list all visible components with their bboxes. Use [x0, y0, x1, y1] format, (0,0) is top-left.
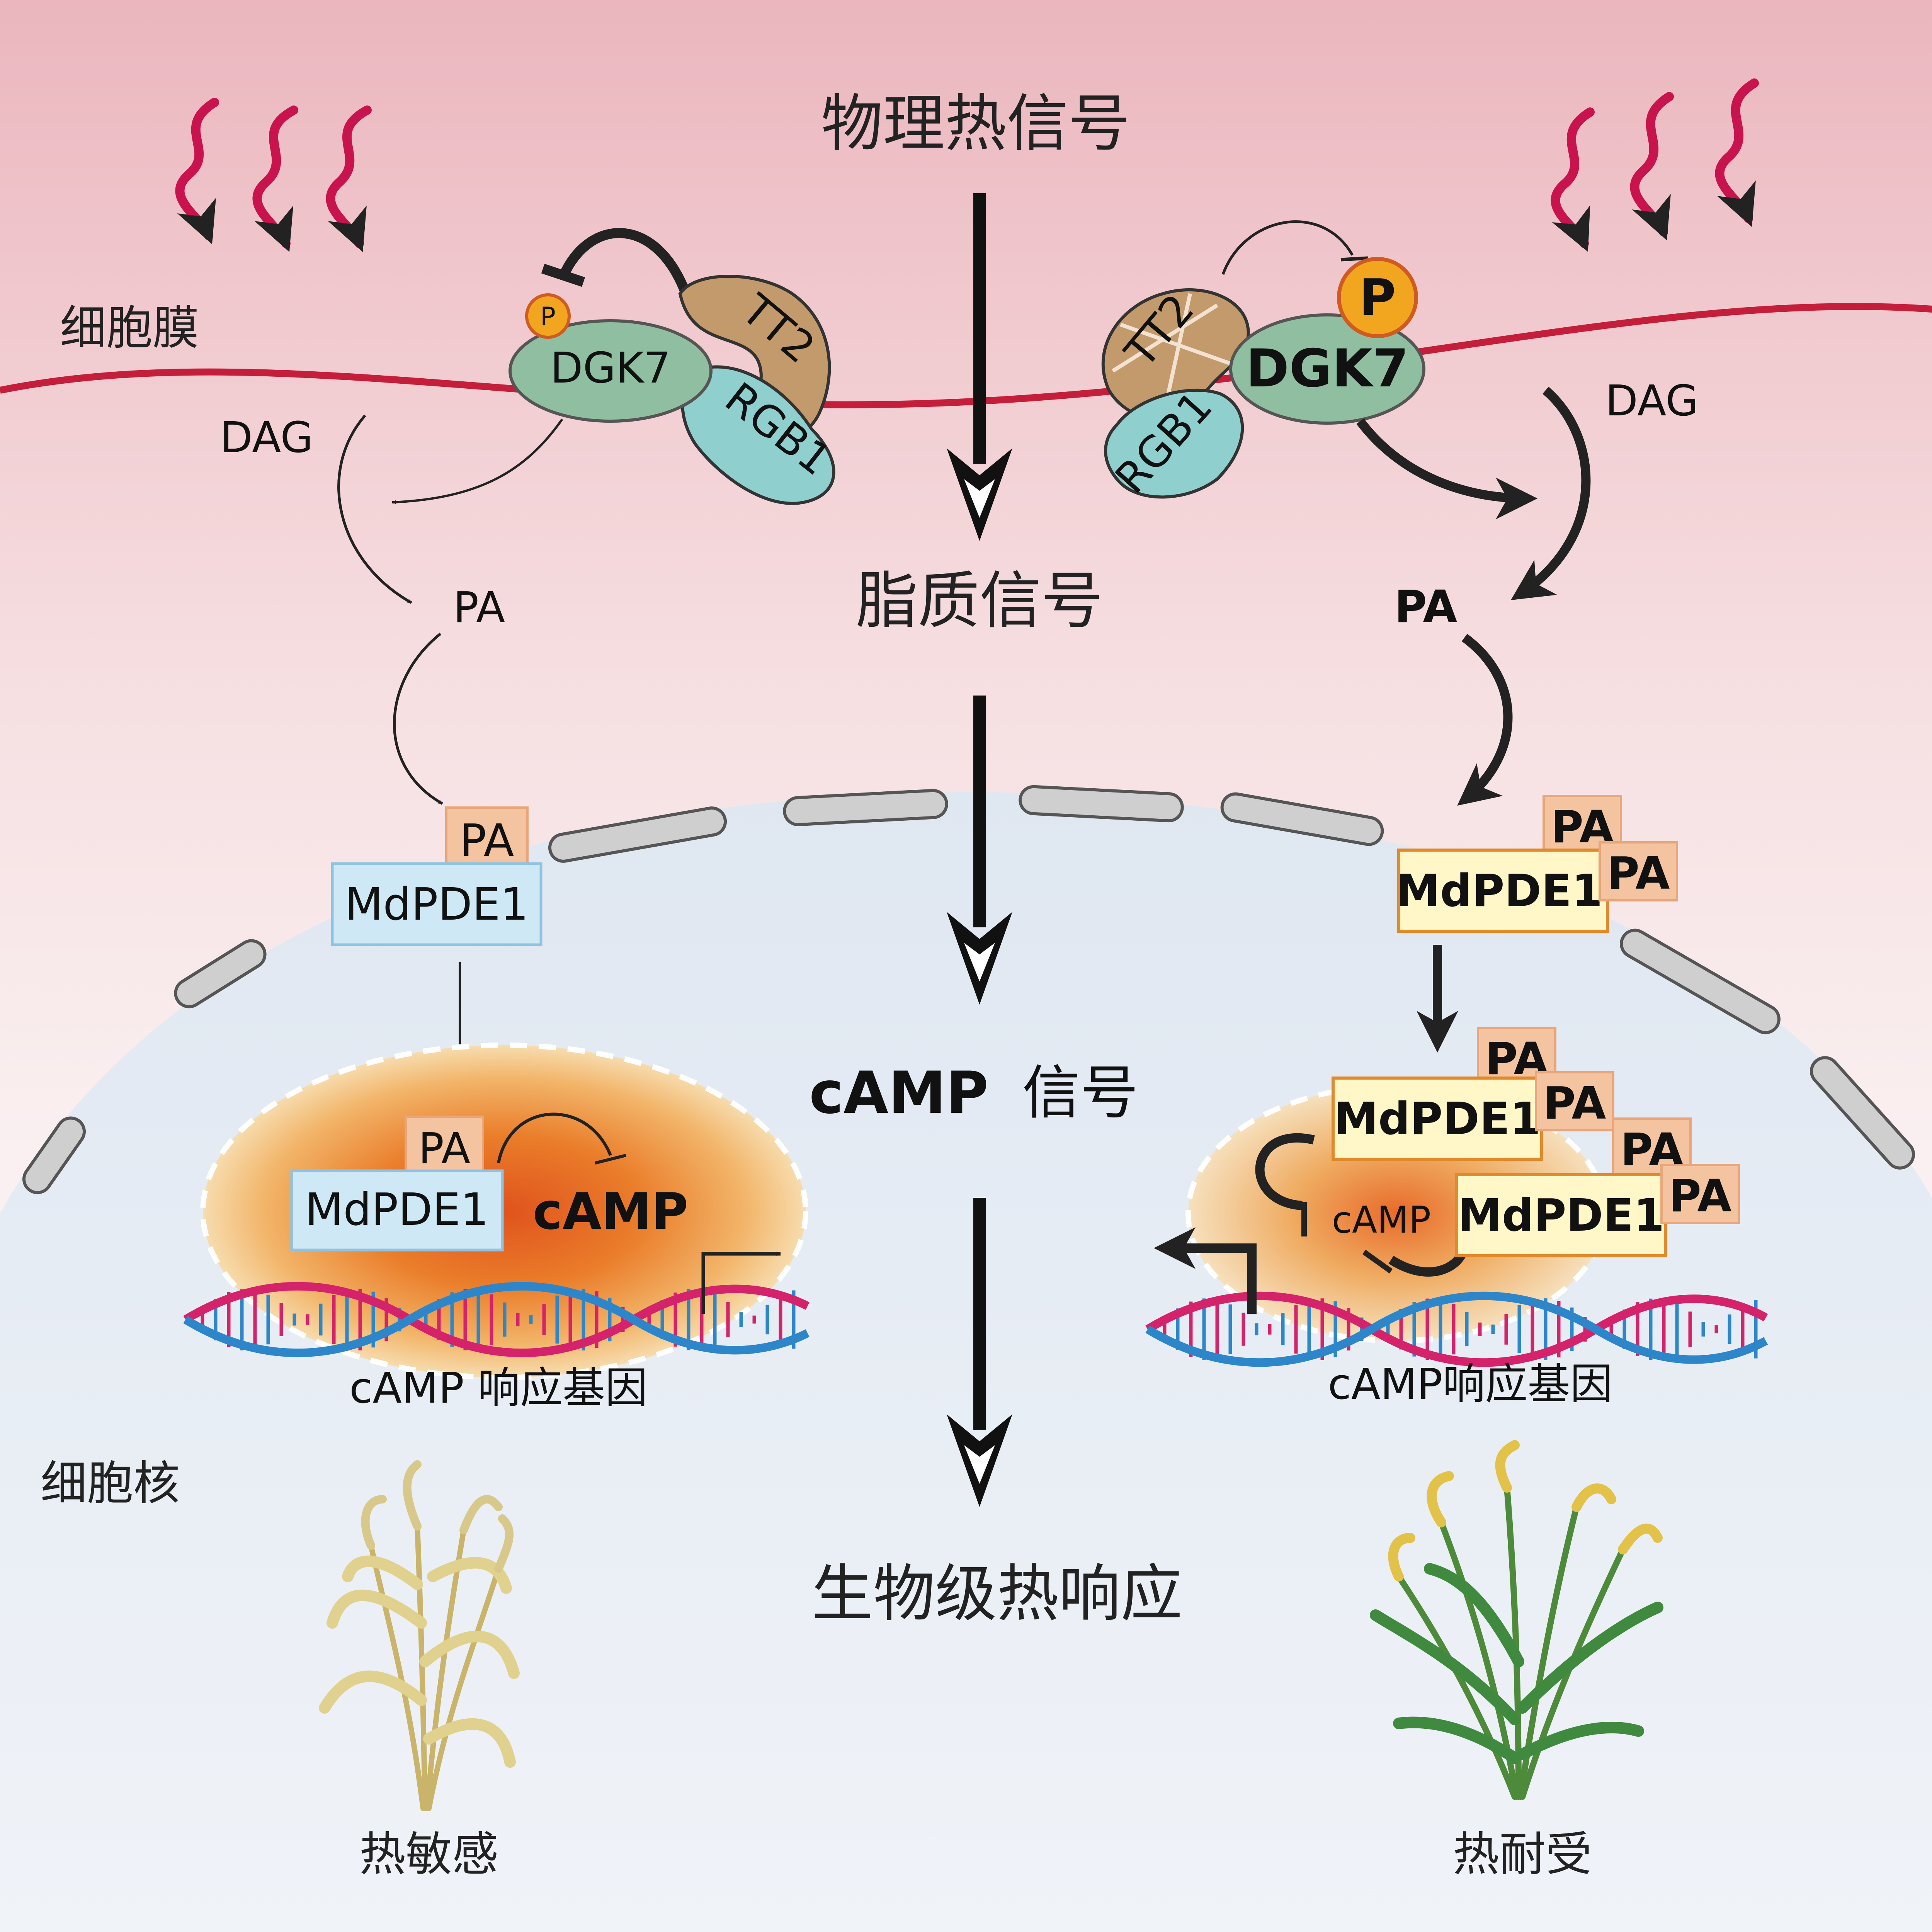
- heat-waves-left: [175, 98, 372, 252]
- right-dag-to-pa-arrow: [1510, 386, 1591, 600]
- right-phospho: [1337, 257, 1418, 338]
- right-mdpde1-box: [1397, 849, 1609, 933]
- left-dag-label: DAG: [220, 413, 313, 462]
- center-arrow-2: [947, 696, 1012, 1005]
- right-nuc-mdpde1-box-2: [1455, 1173, 1667, 1257]
- left-pa-to-mdpde1-arrow: [393, 633, 443, 805]
- lipid-signal-label: 脂质信号: [856, 565, 1103, 637]
- left-dgk7: [509, 319, 713, 423]
- center-arrow-1: [947, 193, 1012, 541]
- right-nuc-pa-tag-2-label: PA: [1543, 1078, 1606, 1129]
- right-camp-label: cAMP: [1332, 1199, 1431, 1242]
- right-pa-tag-1: [1543, 795, 1622, 855]
- heat-tolerant-plant: [1370, 1440, 1663, 1800]
- right-pa-tag-2: [1599, 841, 1678, 901]
- membrane-label: 细胞膜: [60, 301, 199, 355]
- left-nuc-mdpde1-label: MdPDE1: [305, 1184, 489, 1236]
- left-camp-inhibition-arc: [497, 1112, 612, 1163]
- left-dgk7-label: DGK7: [550, 343, 671, 393]
- nuclear-envelope: [22, 785, 1915, 1194]
- right-gene-label: cAMP响应基因: [1328, 1359, 1613, 1409]
- right-pa-tag-2-label: PA: [1607, 848, 1670, 900]
- right-phenotype-label: 热耐受: [1453, 1828, 1592, 1881]
- left-dag-to-pa-arrow: [337, 414, 412, 604]
- left-nuc-pa-label: PA: [418, 1124, 471, 1173]
- right-dag-label: DAG: [1605, 376, 1698, 425]
- right-dna: [1145, 1291, 1768, 1367]
- heat-sensitive-plant: [319, 1460, 520, 1811]
- right-nuc-pa-tag-4: [1660, 1164, 1740, 1224]
- left-pa-label: PA: [453, 583, 505, 632]
- left-transcription-arrow: [701, 1252, 781, 1314]
- right-transcription-arrow: [1154, 1227, 1257, 1314]
- title: 物理热信号: [821, 87, 1130, 160]
- right-dgk7: [1229, 313, 1425, 425]
- right-camp-loop-right-bar: [1362, 1250, 1393, 1274]
- center-arrow-3: [947, 1198, 1012, 1507]
- left-camp-label: cAMP: [533, 1182, 688, 1241]
- nucleus-label: 细胞核: [41, 1457, 180, 1510]
- right-inhibition-arc: [1221, 220, 1354, 275]
- left-dgk7-to-dag-arrow: [391, 418, 563, 505]
- camp-signal-label: cAMP 信号: [809, 1060, 1138, 1127]
- left-mdpde1-box: [331, 862, 543, 946]
- right-phospho-label: P: [1359, 268, 1396, 327]
- left-membrane-complex: P DGK7 TT2 RGB1: [509, 228, 840, 505]
- camp-signal-rest: 信号: [1022, 1060, 1138, 1127]
- heat-waves-right: [1551, 78, 1759, 252]
- right-inhibition-bar: [1340, 256, 1368, 262]
- camp-signal-bold: cAMP: [809, 1060, 988, 1127]
- left-camp-inhibition-bar: [595, 1154, 626, 1165]
- plasma-membrane: [0, 303, 1932, 408]
- left-gene-label: cAMP 响应基因: [349, 1363, 648, 1413]
- right-rgb1: [1104, 388, 1244, 499]
- right-nuc-mdpde1-1-label: MdPDE1: [1334, 1093, 1541, 1145]
- right-pa-to-mdpde1-arrow: [1457, 634, 1513, 806]
- organism-response-label: 生物级热响应: [811, 1558, 1182, 1630]
- left-nuc-mdpde1-box: [290, 1169, 504, 1252]
- left-mdpde1-label: MdPDE1: [345, 879, 529, 930]
- left-inhibition-arc: [560, 228, 691, 296]
- left-rgb1: [681, 365, 835, 505]
- left-phenotype-label: 热敏感: [359, 1828, 498, 1881]
- right-camp-loop-left: [1255, 1133, 1315, 1210]
- left-inhibition-bar: [541, 264, 585, 287]
- right-pa-label: PA: [1395, 581, 1458, 633]
- right-nuc-pa-tag-4-label: PA: [1669, 1170, 1732, 1222]
- right-dgk7-label: DGK7: [1246, 338, 1408, 399]
- right-mdpde1-label: MdPDE1: [1396, 865, 1602, 917]
- right-membrane-complex: P DGK7 TT2 RGB1: [1101, 220, 1425, 503]
- left-nuc-pa-tag: [405, 1116, 484, 1180]
- left-pa-tag-label: PA: [460, 815, 514, 867]
- left-phospho-label: P: [540, 302, 556, 332]
- right-nuc-mdpde1-2-label: MdPDE1: [1458, 1190, 1664, 1242]
- left-phospho: [525, 293, 571, 339]
- right-dgk7-to-pa-arrow: [1356, 418, 1537, 519]
- right-nuc-pa-tag-2: [1535, 1071, 1614, 1131]
